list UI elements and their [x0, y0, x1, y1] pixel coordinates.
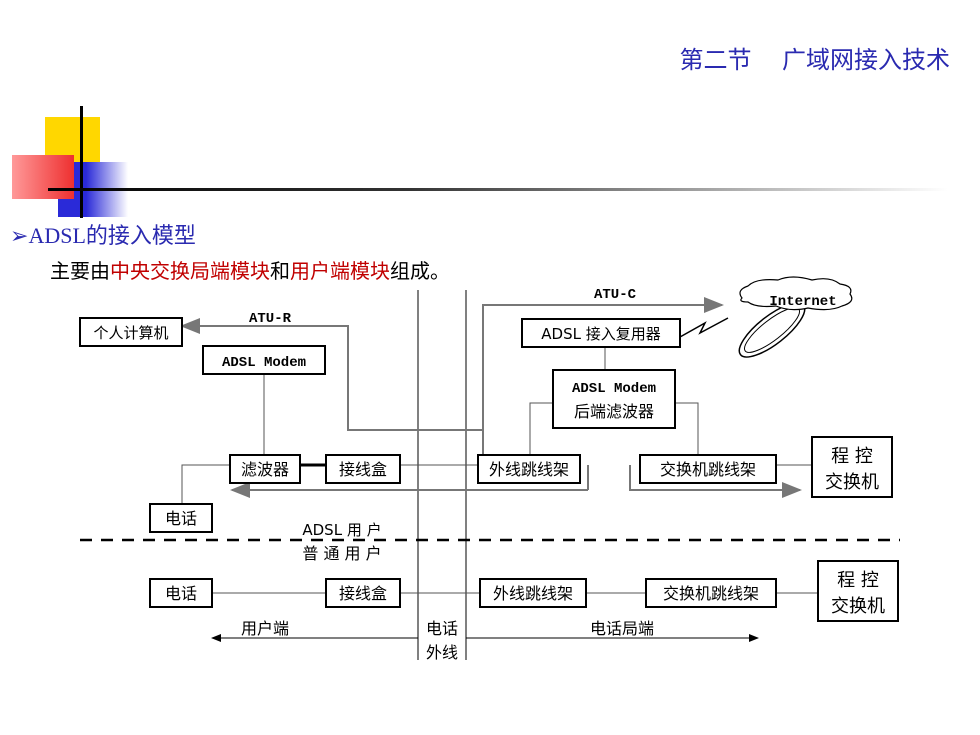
switch-adsl-box: [811, 436, 893, 498]
link-filter-phone: [181, 464, 230, 504]
filter-label: 滤波器: [241, 460, 289, 479]
outer-frame-adsl-label: 外线跳线架: [489, 460, 569, 479]
link-frame-modem: [529, 402, 553, 455]
link-modem-switchframe: [675, 402, 699, 455]
phone-line-label-2: 外线: [426, 643, 458, 662]
subtitle-user-module: 用户端模块: [290, 259, 390, 283]
atu-r-path: [180, 318, 483, 431]
pc-box: [79, 317, 183, 347]
switch-frame-adsl-box: [639, 454, 777, 484]
adsl-mux-box: [521, 318, 681, 348]
deco-red-square: [12, 155, 74, 199]
switch-frame-normal-box: [645, 578, 777, 608]
phone-adsl-box: [149, 503, 213, 533]
adsl-modem-user-box: [202, 345, 326, 375]
section-subtitle: 主要由中央交换局端模块和用户端模块组成。: [50, 255, 450, 284]
deco-horizontal-rule: [48, 188, 948, 191]
deco-vertical-line: [80, 106, 83, 218]
section-heading-text: ADSL的接入模型: [28, 223, 196, 248]
outer-frame-adsl-box: [477, 454, 581, 484]
switch-normal-label-1: 程 控: [837, 570, 879, 591]
switch-normal-box: [817, 560, 899, 622]
internet-label: Internet: [769, 294, 836, 310]
section-heading: ➢ADSL的接入模型: [10, 218, 196, 250]
adsl-user-label: ADSL 用 户: [302, 521, 381, 539]
junction-box-adsl: [325, 454, 401, 484]
internet-cloud-icon: [739, 276, 853, 311]
junction-box-adsl-label: 接线盒: [339, 460, 387, 479]
adsl-modem-user-label: ADSL Modem: [222, 355, 306, 371]
adsl-modem-co-box: [552, 369, 676, 429]
adsl-modem-co-label-1: ADSL Modem: [572, 381, 656, 397]
central-office-label: 电话局端: [590, 619, 654, 638]
voice-path-right: [629, 465, 802, 498]
subtitle-central-module: 中央交换局端模块: [110, 259, 270, 283]
user-side-label: 用户端: [241, 619, 289, 638]
normal-user-label: 普 通 用 户: [302, 544, 381, 563]
adsl-modem-co-label-2: 后端滤波器: [574, 402, 654, 421]
adsl-mux-label: ADSL 接入复用器: [541, 325, 660, 343]
atu-r-label: ATU-R: [249, 311, 292, 327]
phone-line-label-1: 电话: [426, 619, 458, 638]
switch-normal-label-2: 交换机: [831, 596, 885, 617]
switch-frame-normal-label: 交换机跳线架: [663, 584, 759, 603]
pc-label: 个人计算机: [93, 324, 168, 342]
atu-c-path: [482, 297, 724, 465]
subtitle-part-5: 组成。: [390, 259, 450, 283]
subtitle-part-3: 和: [270, 259, 290, 283]
switch-frame-adsl-label: 交换机跳线架: [660, 460, 756, 479]
page-title: 第二节 广域网接入技术: [679, 46, 950, 74]
bullet-arrow-icon: ➢: [10, 223, 29, 248]
lightning-link-icon: [679, 317, 729, 338]
switch-adsl-label-1: 程 控: [831, 446, 873, 467]
switch-adsl-label-2: 交换机: [825, 472, 879, 493]
phone-normal-label: 电话: [165, 584, 197, 603]
filter-box: [229, 454, 301, 484]
outer-frame-normal-label: 外线跳线架: [493, 584, 573, 603]
outer-frame-normal-box: [479, 578, 587, 608]
phone-normal-box: [149, 578, 213, 608]
junction-box-normal-label: 接线盒: [339, 584, 387, 603]
phone-adsl-label: 电话: [165, 509, 197, 528]
subtitle-part-1: 主要由: [50, 259, 110, 283]
junction-box-normal: [325, 578, 401, 608]
atu-c-label: ATU-C: [594, 287, 637, 303]
